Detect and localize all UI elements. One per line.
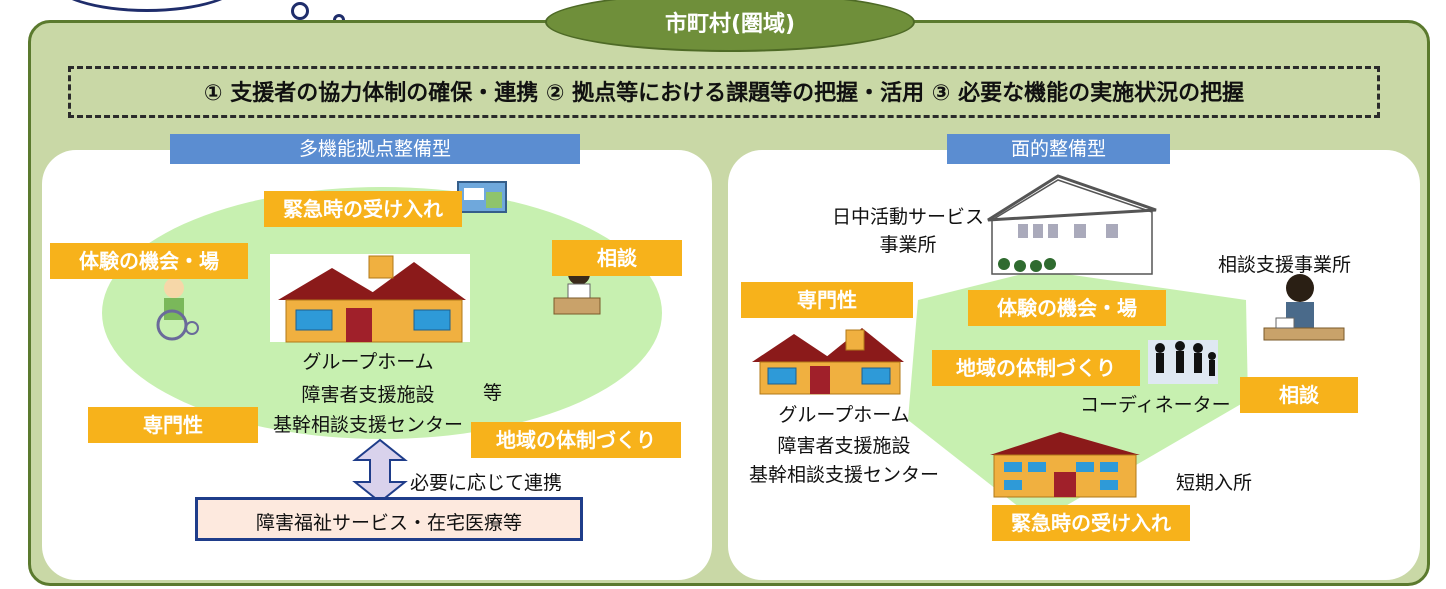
- wheelchair-person-icon: [156, 278, 199, 341]
- right-tag-community: 地域の体制づくり: [932, 350, 1140, 386]
- coordinator-people-icon: [1148, 340, 1218, 384]
- consult-office-person-icon: [1263, 274, 1345, 341]
- right-tag-consultation: 相談: [1240, 377, 1358, 413]
- right-facility-line-1: グループホーム: [778, 404, 910, 426]
- bed-icon: [457, 181, 507, 213]
- thought-bubble-icon: [52, 0, 242, 12]
- right-tag-experience: 体験の機会・場: [968, 290, 1166, 326]
- left-facility-line-3: 基幹相談支援センター: [272, 414, 463, 436]
- header-title: 市町村(圏域): [664, 12, 796, 37]
- left-tag-community: 地域の体制づくり: [471, 422, 681, 458]
- coordinator-label: コーディネーター: [1080, 394, 1231, 416]
- daytime-service-line-2: 事業所: [879, 234, 937, 256]
- consult-office-label: 相談支援事業所: [1218, 254, 1352, 276]
- goals-text: ① 支援者の協力体制の確保・連携 ② 拠点等における課題等の把握・活用 ③ 必要…: [203, 81, 1245, 106]
- goals-box: [68, 66, 1380, 118]
- right-diagram: [750, 174, 1345, 522]
- left-tag-consultation: 相談: [552, 240, 682, 276]
- thought-dot-large: [291, 2, 309, 20]
- left-facility-line-1: グループホーム: [302, 351, 434, 373]
- left-etc-label: 等: [483, 382, 503, 404]
- right-facility-line-2: 障害者支援施設: [777, 435, 911, 457]
- left-tag-expertise: 専門性: [88, 407, 258, 443]
- right-green-diamond: [908, 270, 1248, 522]
- left-tag-emergency: 緊急時の受け入れ: [264, 191, 462, 227]
- daytime-service-building-icon: [987, 174, 1157, 275]
- right-facility-line-3: 基幹相談支援センター: [748, 464, 939, 486]
- left-facility-line-2: 障害者支援施設: [301, 384, 435, 406]
- short-stay-building-icon: [990, 432, 1140, 498]
- multifunction-title: 多機能拠点整備型: [170, 134, 580, 164]
- link-label: 必要に応じて連携: [410, 472, 563, 494]
- right-tag-expertise: 専門性: [741, 282, 913, 318]
- area-title: 面的整備型: [947, 134, 1170, 164]
- daytime-service-line-1: 日中活動サービス: [831, 206, 984, 228]
- right-group-home-house-icon: [750, 328, 910, 395]
- group-home-house-icon: [270, 254, 470, 343]
- right-tag-emergency: 緊急時の受け入れ: [992, 505, 1190, 541]
- link-arrow-icon: [352, 438, 408, 504]
- services-box: [195, 497, 583, 541]
- header-oval: [545, 0, 915, 52]
- left-tag-experience: 体験の機会・場: [50, 243, 248, 279]
- short-stay-label: 短期入所: [1176, 472, 1253, 494]
- services-box-text: 障害福祉サービス・在宅医療等: [255, 512, 522, 534]
